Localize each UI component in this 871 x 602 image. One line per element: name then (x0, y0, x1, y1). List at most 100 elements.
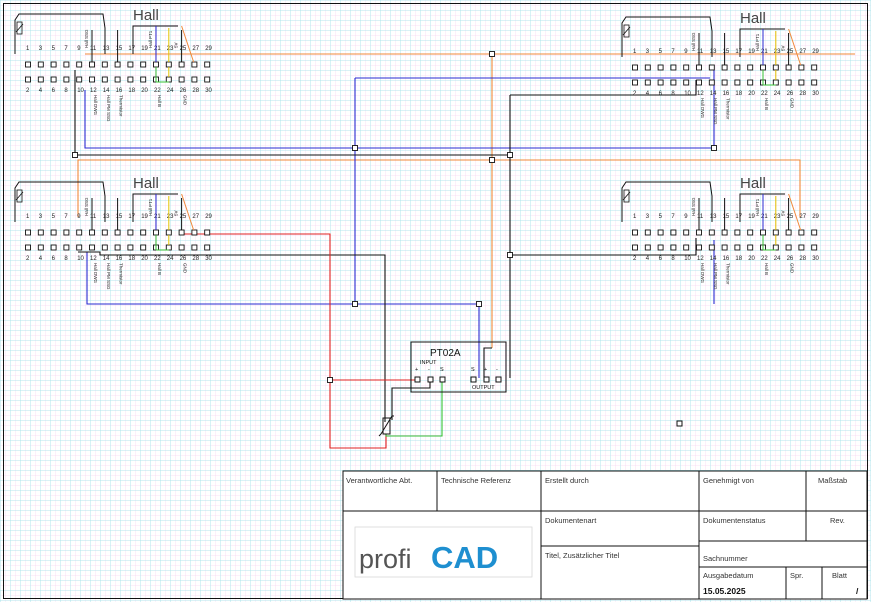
pin-bottom[interactable] (811, 244, 818, 251)
pin-bottom[interactable] (644, 244, 651, 251)
wire-junction[interactable] (352, 145, 358, 151)
pin-bottom[interactable] (191, 244, 198, 251)
thermistor-symbol[interactable] (378, 415, 394, 437)
pin-top[interactable] (37, 61, 44, 68)
pin-top[interactable] (760, 229, 766, 236)
pin-bottom[interactable] (63, 76, 70, 83)
pin-bottom[interactable] (747, 244, 754, 251)
pin-bottom[interactable] (204, 76, 211, 83)
pin-bottom[interactable] (657, 79, 664, 86)
pin-top[interactable] (747, 64, 754, 71)
pin-bottom[interactable] (191, 76, 198, 83)
wire-junction[interactable] (72, 152, 78, 158)
pin-top[interactable] (772, 229, 779, 236)
pin-bottom[interactable] (127, 76, 134, 83)
pin-bottom[interactable] (696, 244, 702, 251)
pin-top[interactable] (670, 64, 677, 71)
pin-top[interactable] (76, 61, 83, 68)
pin-bottom[interactable] (178, 244, 185, 251)
pin-top[interactable] (670, 229, 677, 236)
pin-top[interactable] (153, 229, 159, 236)
wire-junction[interactable] (489, 51, 495, 57)
module-terminal[interactable] (495, 376, 502, 383)
wire-junction[interactable] (327, 377, 333, 383)
pin-bottom[interactable] (63, 244, 70, 251)
pin-top[interactable] (101, 61, 108, 68)
pin-bottom[interactable] (785, 79, 792, 86)
module-terminal[interactable] (427, 376, 434, 383)
pin-top[interactable] (165, 61, 172, 68)
pin-top[interactable] (683, 229, 690, 236)
pin-top[interactable] (50, 229, 57, 236)
blue-wire[interactable] (86, 252, 480, 378)
black-wire[interactable] (483, 347, 492, 380)
pin-top[interactable] (632, 64, 638, 71)
pin-top[interactable] (798, 229, 805, 236)
pin-top[interactable] (63, 229, 70, 236)
pin-top[interactable] (696, 229, 702, 236)
pin-bottom[interactable] (632, 244, 638, 251)
black-wire[interactable] (78, 251, 386, 422)
pin-top[interactable] (644, 229, 651, 236)
pin-bottom[interactable] (644, 79, 651, 86)
pin-top[interactable] (785, 64, 792, 71)
wire-junction[interactable] (507, 152, 513, 158)
pin-top[interactable] (89, 61, 95, 68)
pin-top[interactable] (696, 64, 702, 71)
pin-bottom[interactable] (89, 244, 95, 251)
pin-top[interactable] (811, 229, 818, 236)
pin-top[interactable] (747, 229, 754, 236)
black-wire[interactable] (510, 238, 697, 256)
pin-top[interactable] (25, 229, 31, 236)
pin-top[interactable] (721, 64, 728, 71)
pin-bottom[interactable] (670, 244, 677, 251)
black-wire[interactable] (510, 80, 697, 96)
pin-bottom[interactable] (76, 76, 83, 83)
pin-bottom[interactable] (127, 244, 134, 251)
pin-top[interactable] (114, 61, 121, 68)
pin-bottom[interactable] (670, 79, 677, 86)
wire-junction[interactable] (711, 145, 717, 151)
pin-bottom[interactable] (747, 79, 754, 86)
pin-top[interactable] (178, 229, 185, 236)
pin-bottom[interactable] (721, 244, 728, 251)
pin-bottom[interactable] (114, 244, 121, 251)
pin-bottom[interactable] (772, 79, 779, 86)
wire-junction[interactable] (507, 252, 513, 258)
pin-top[interactable] (140, 229, 147, 236)
pin-top[interactable] (811, 64, 818, 71)
module-terminal[interactable] (470, 376, 477, 383)
pin-bottom[interactable] (25, 76, 31, 83)
pin-bottom[interactable] (708, 79, 715, 86)
pin-bottom[interactable] (50, 244, 57, 251)
pin-bottom[interactable] (178, 76, 185, 83)
pin-top[interactable] (37, 229, 44, 236)
pin-bottom[interactable] (101, 76, 108, 83)
orange-wire[interactable] (77, 159, 801, 217)
pin-top[interactable] (644, 64, 651, 71)
pin-bottom[interactable] (89, 76, 95, 83)
pin-bottom[interactable] (798, 79, 805, 86)
pin-top[interactable] (772, 64, 779, 71)
pin-bottom[interactable] (657, 244, 664, 251)
pin-top[interactable] (683, 64, 690, 71)
wire-junction[interactable] (489, 157, 495, 163)
pin-bottom[interactable] (721, 79, 728, 86)
pin-top[interactable] (657, 229, 664, 236)
pin-top[interactable] (191, 61, 198, 68)
pin-top[interactable] (114, 229, 121, 236)
pin-bottom[interactable] (165, 244, 172, 251)
pin-top[interactable] (101, 229, 108, 236)
pin-top[interactable] (785, 229, 792, 236)
module-terminal[interactable] (483, 376, 490, 383)
pin-bottom[interactable] (50, 76, 57, 83)
pin-bottom[interactable] (683, 244, 690, 251)
pin-top[interactable] (165, 229, 172, 236)
pin-bottom[interactable] (37, 244, 44, 251)
pin-bottom[interactable] (734, 244, 741, 251)
loose-terminal[interactable] (676, 420, 683, 427)
pin-top[interactable] (127, 229, 134, 236)
blue-wire[interactable] (84, 70, 715, 149)
pin-bottom[interactable] (772, 244, 779, 251)
